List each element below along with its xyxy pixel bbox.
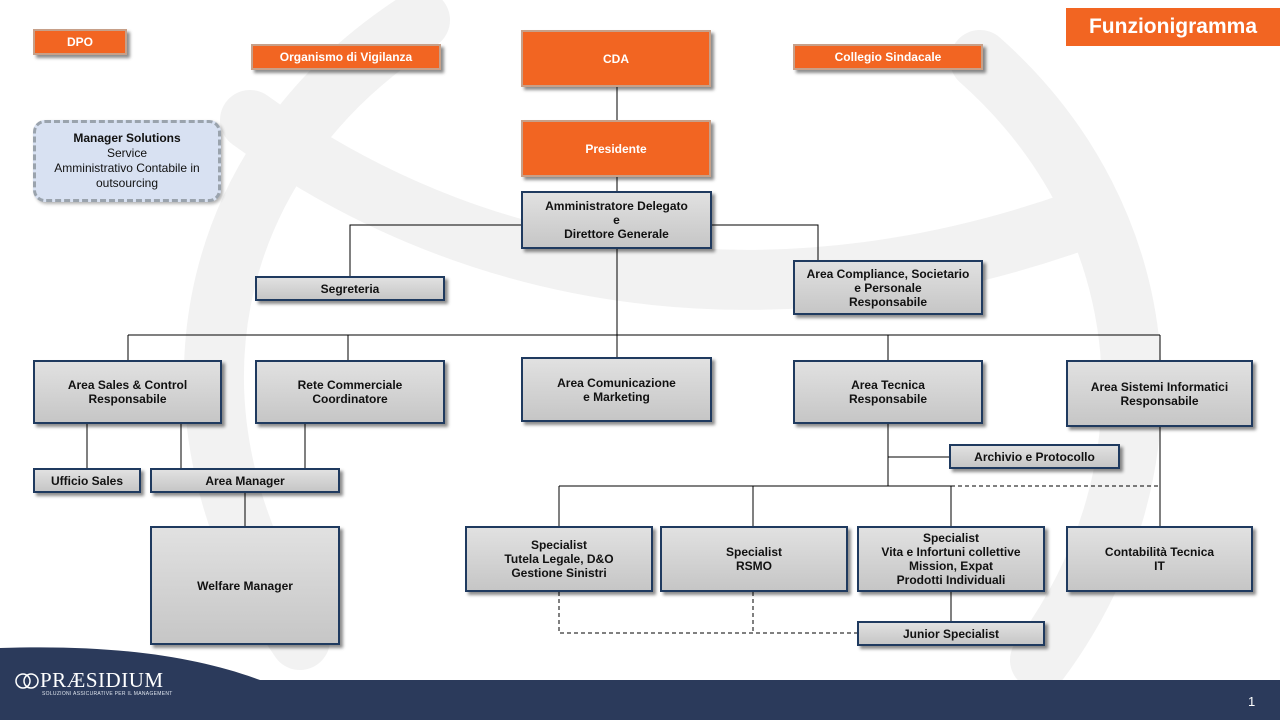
- node-cda[interactable]: CDA: [521, 30, 711, 87]
- node-specialist-rsmo[interactable]: Specialist RSMO: [660, 526, 848, 592]
- node-organismo-vigilanza[interactable]: Organismo di Vigilanza: [251, 44, 441, 70]
- node-rete-commerciale[interactable]: Rete Commerciale Coordinatore: [255, 360, 445, 424]
- node-area-sistemi-informatici[interactable]: Area Sistemi Informatici Responsabile: [1066, 360, 1253, 427]
- node-amministratore-delegato[interactable]: Amministratore Delegato e Direttore Gene…: [521, 191, 712, 249]
- node-area-sales[interactable]: Area Sales & Control Responsabile: [33, 360, 222, 424]
- logo-tagline: SOLUZIONI ASSICURATIVE PER IL MANAGEMENT: [42, 691, 173, 697]
- manager-solutions-note: Manager Solutions Service Amministrativo…: [33, 120, 221, 202]
- node-area-comunicazione[interactable]: Area Comunicazione e Marketing: [521, 357, 712, 422]
- node-segreteria[interactable]: Segreteria: [255, 276, 445, 301]
- node-area-compliance[interactable]: Area Compliance, Societario e Personale …: [793, 260, 983, 315]
- node-area-manager[interactable]: Area Manager: [150, 468, 340, 493]
- logo-name: PRÆSIDIUM: [40, 668, 164, 692]
- manager-solutions-title: Manager Solutions: [73, 131, 181, 145]
- logo-mark-icon: [15, 672, 39, 689]
- node-area-tecnica[interactable]: Area Tecnica Responsabile: [793, 360, 983, 424]
- node-presidente[interactable]: Presidente: [521, 120, 711, 177]
- node-contabilita-tecnica[interactable]: Contabilità Tecnica IT: [1066, 526, 1253, 592]
- node-archivio-protocollo[interactable]: Archivio e Protocollo: [949, 444, 1120, 469]
- node-junior-specialist[interactable]: Junior Specialist: [857, 621, 1045, 646]
- node-specialist-tutela-legale[interactable]: Specialist Tutela Legale, D&O Gestione S…: [465, 526, 653, 592]
- node-collegio-sindacale[interactable]: Collegio Sindacale: [793, 44, 983, 70]
- company-logo: PRÆSIDIUM SOLUZIONI ASSICURATIVE PER IL …: [14, 668, 172, 697]
- node-dpo[interactable]: DPO: [33, 29, 127, 55]
- node-specialist-vita-infortuni[interactable]: Specialist Vita e Infortuni collettive M…: [857, 526, 1045, 592]
- page-title: Funzionigramma: [1066, 8, 1280, 46]
- manager-solutions-text: Service Amministrativo Contabile in outs…: [54, 146, 200, 190]
- node-welfare-manager[interactable]: Welfare Manager: [150, 526, 340, 645]
- node-ufficio-sales[interactable]: Ufficio Sales: [33, 468, 141, 493]
- page-number: 1: [1248, 694, 1256, 709]
- footer-band: [0, 647, 1280, 720]
